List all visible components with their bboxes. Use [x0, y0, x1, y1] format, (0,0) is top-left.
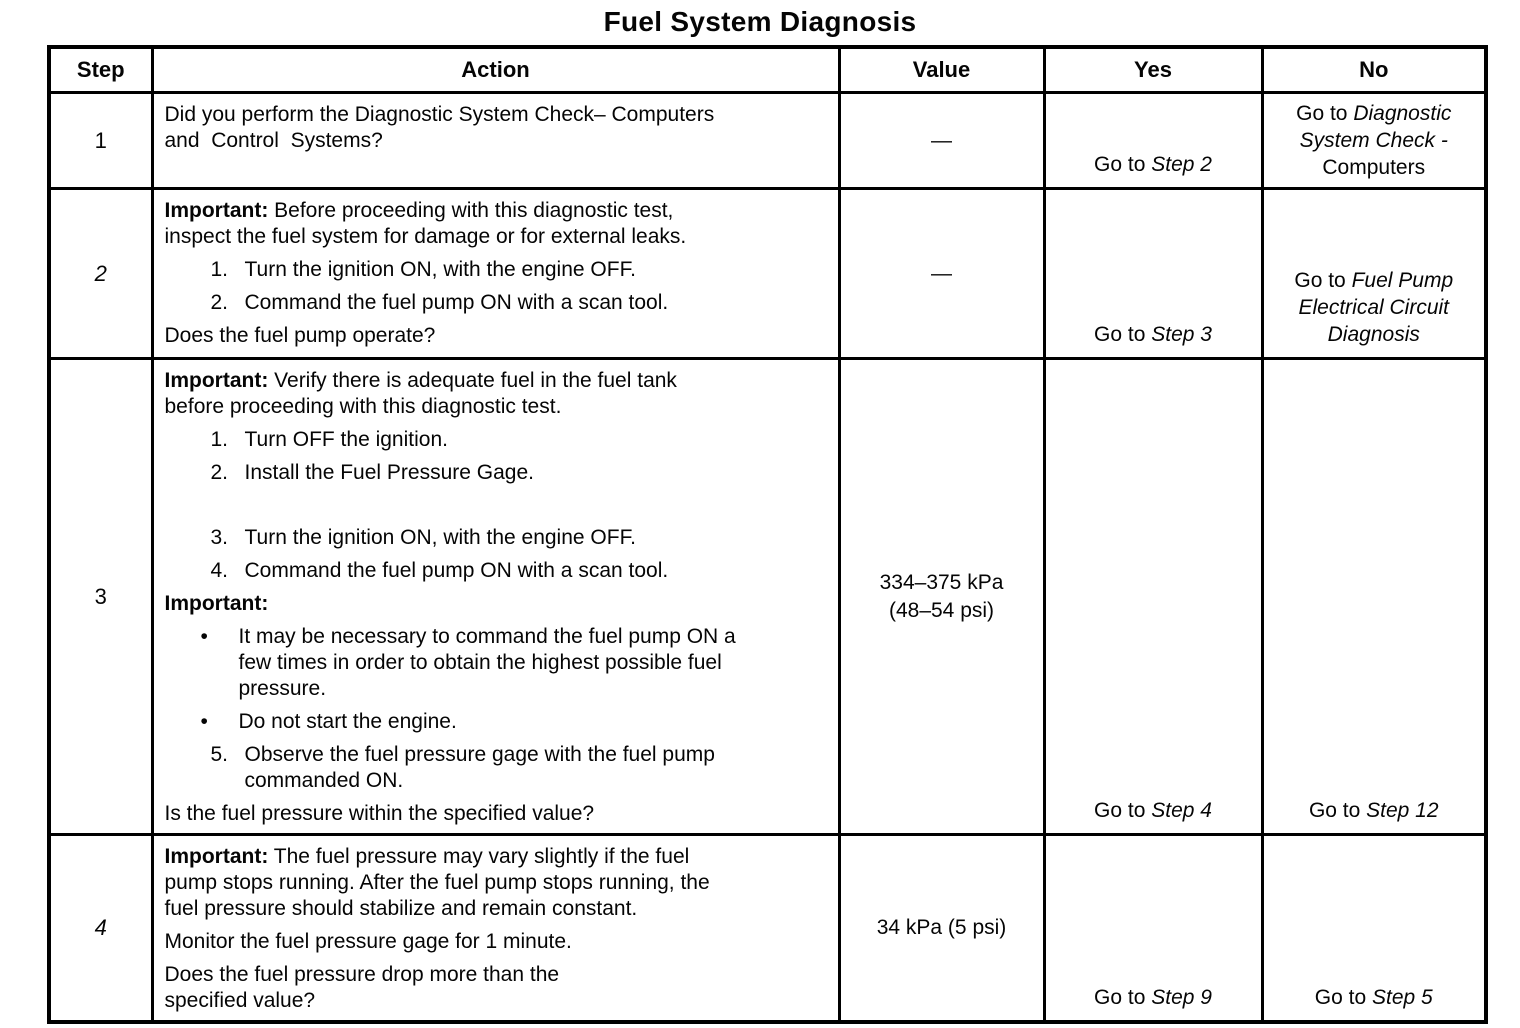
- list-item-text: Turn the ignition ON, with the engine OF…: [244, 526, 636, 549]
- bullet-icon: •: [200, 710, 208, 733]
- value-cell: —: [837, 187, 1046, 360]
- yes-cell: Go to Step 9: [1042, 833, 1264, 1024]
- plain-text: Go to: [1094, 986, 1152, 1009]
- value-cell: 34 kPa (5 psi): [837, 833, 1046, 1024]
- list-item-text: It may be necessary to command the fuel …: [238, 625, 736, 700]
- plain-text: Go to: [1094, 153, 1152, 176]
- table-row: 1 Did you perform the Diagnostic System C…: [47, 91, 1488, 190]
- table-header: Step Action Value Yes No: [47, 45, 1488, 94]
- step-number: 1: [94, 127, 107, 153]
- list-number: 2.: [210, 461, 229, 484]
- table-row: 4 Important: The fuel pressure may vary s…: [47, 833, 1488, 1024]
- action-numbered-item: 5. Observe the fuel pressure gage with th…: [165, 742, 830, 794]
- col-header-value: Value: [837, 45, 1046, 94]
- col-header-action: Action: [150, 45, 841, 94]
- plain-text: Go to: [1094, 799, 1152, 822]
- reference-text: Step 12: [1366, 799, 1439, 822]
- action-bullet-item: • Do not start the engine.: [165, 709, 830, 735]
- yes-cell: Go to Step 3: [1042, 187, 1264, 360]
- important-label: Important:: [164, 845, 269, 868]
- list-item-text: Observe the fuel pressure gage with the …: [244, 743, 715, 792]
- step-cell: 2: [47, 187, 154, 360]
- value-cell: —: [837, 91, 1046, 190]
- list-number: 5.: [210, 743, 229, 766]
- action-numbered-item: 4. Command the fuel pump ON with a scan t…: [165, 558, 830, 584]
- list-number: 1.: [210, 258, 229, 281]
- action-cell: Important: Before proceeding with this d…: [150, 187, 841, 360]
- action-paragraph: Does the fuel pump operate?: [164, 324, 436, 347]
- list-item-text: Command the fuel pump ON with a scan too…: [244, 291, 669, 314]
- action-paragraph: Important:: [165, 591, 830, 617]
- list-number: 4.: [210, 559, 229, 582]
- action-paragraph: Important: Before proceeding with this d…: [164, 199, 687, 248]
- yes-cell: Go to Step 2: [1042, 91, 1264, 190]
- action-bullet-item: • It may be necessary to command the fuel…: [165, 624, 830, 702]
- list-item-text: Do not start the engine.: [238, 710, 457, 733]
- reference-text: Step 2: [1151, 153, 1212, 176]
- reference-text: Diagnostic System Check -: [1299, 102, 1452, 152]
- important-label: Important:: [164, 199, 269, 222]
- action-paragraph: Did you perform the Diagnostic System Ch…: [164, 103, 715, 152]
- action-paragraph: Is the fuel pressure within the specifie…: [164, 802, 595, 825]
- no-cell: Go to Step 5: [1260, 833, 1488, 1024]
- action-paragraph: Does the fuel pressure drop more than th…: [164, 963, 560, 1012]
- plain-text: Go to: [1314, 986, 1372, 1009]
- reference-text: Fuel Pump Electrical Circuit Diagnosis: [1298, 269, 1454, 346]
- page-title: Fuel System Diagnosis: [603, 6, 917, 37]
- action-numbered-item: 1. Turn the ignition ON, with the engine …: [165, 257, 830, 283]
- step-cell: 3: [47, 357, 154, 836]
- no-cell: Go to Fuel Pump Electrical Circuit Diagn…: [1260, 187, 1488, 360]
- reference-text: Step 5: [1371, 986, 1433, 1009]
- step-number: 4: [94, 915, 107, 940]
- no-cell: Go to Diagnostic System Check - Computer…: [1260, 91, 1488, 190]
- action-paragraph: Monitor the fuel pressure gage for 1 min…: [164, 930, 572, 953]
- list-number: 1.: [210, 428, 229, 451]
- reference-text: Step 9: [1151, 986, 1212, 1009]
- col-header-step: Step: [47, 45, 154, 94]
- col-header-yes: Yes: [1042, 45, 1264, 94]
- header-row: Step Action Value Yes No: [47, 45, 1488, 94]
- list-item-text: Command the fuel pump ON with a scan too…: [244, 559, 669, 582]
- table-row: 2 Important: Before proceeding with this …: [47, 187, 1488, 360]
- action-spacer: [165, 486, 830, 518]
- table-body: 1 Did you perform the Diagnostic System C…: [47, 91, 1488, 1024]
- reference-text: Step 3: [1151, 323, 1212, 346]
- col-header-no: No: [1260, 45, 1488, 94]
- plain-text: Go to: [1296, 102, 1354, 125]
- list-item-text: Turn the ignition ON, with the engine OF…: [244, 258, 636, 281]
- yes-cell: Go to Step 4: [1042, 357, 1264, 836]
- list-number: 3.: [210, 526, 229, 549]
- bullet-icon: •: [200, 625, 208, 648]
- action-numbered-item: 3. Turn the ignition ON, with the engine …: [165, 525, 830, 551]
- table-row: 3 Important: Verify there is adequate fue…: [47, 357, 1488, 836]
- action-paragraph: Important: Verify there is adequate fuel…: [164, 369, 677, 418]
- value-cell: 334–375 kPa (48–54 psi): [837, 357, 1046, 836]
- plain-text: Computers: [1322, 156, 1426, 179]
- action-cell: Important: The fuel pressure may vary sl…: [150, 833, 841, 1024]
- action-cell: Did you perform the Diagnostic System Ch…: [150, 91, 841, 190]
- important-label: Important:: [164, 369, 269, 392]
- plain-text: Go to: [1094, 323, 1152, 346]
- step-cell: 1: [47, 91, 154, 190]
- step-cell: 4: [47, 833, 154, 1024]
- action-numbered-item: 2. Command the fuel pump ON with a scan t…: [165, 290, 830, 316]
- list-item-text: Install the Fuel Pressure Gage.: [244, 461, 534, 484]
- diagnosis-table: Step Action Value Yes No 1 Did you perfor…: [47, 45, 1488, 1024]
- manual-page: Fuel System Diagnosis Step Action Value …: [0, 6, 1520, 1024]
- list-number: 2.: [210, 291, 229, 314]
- list-item-text: Turn OFF the ignition.: [244, 428, 448, 451]
- important-label: Important:: [164, 592, 269, 615]
- no-cell: Go to Step 12: [1260, 357, 1488, 836]
- plain-text: Go to: [1308, 799, 1367, 822]
- step-number: 3: [94, 583, 107, 609]
- action-numbered-item: 2. Install the Fuel Pressure Gage.: [165, 460, 830, 486]
- action-cell: Important: Verify there is adequate fuel…: [150, 357, 841, 836]
- plain-text: Go to: [1294, 269, 1352, 292]
- action-numbered-item: 1. Turn OFF the ignition.: [165, 427, 830, 453]
- reference-text: Step 4: [1151, 799, 1212, 822]
- step-number: 2: [94, 260, 107, 286]
- action-paragraph: Important: The fuel pressure may vary sl…: [164, 845, 710, 920]
